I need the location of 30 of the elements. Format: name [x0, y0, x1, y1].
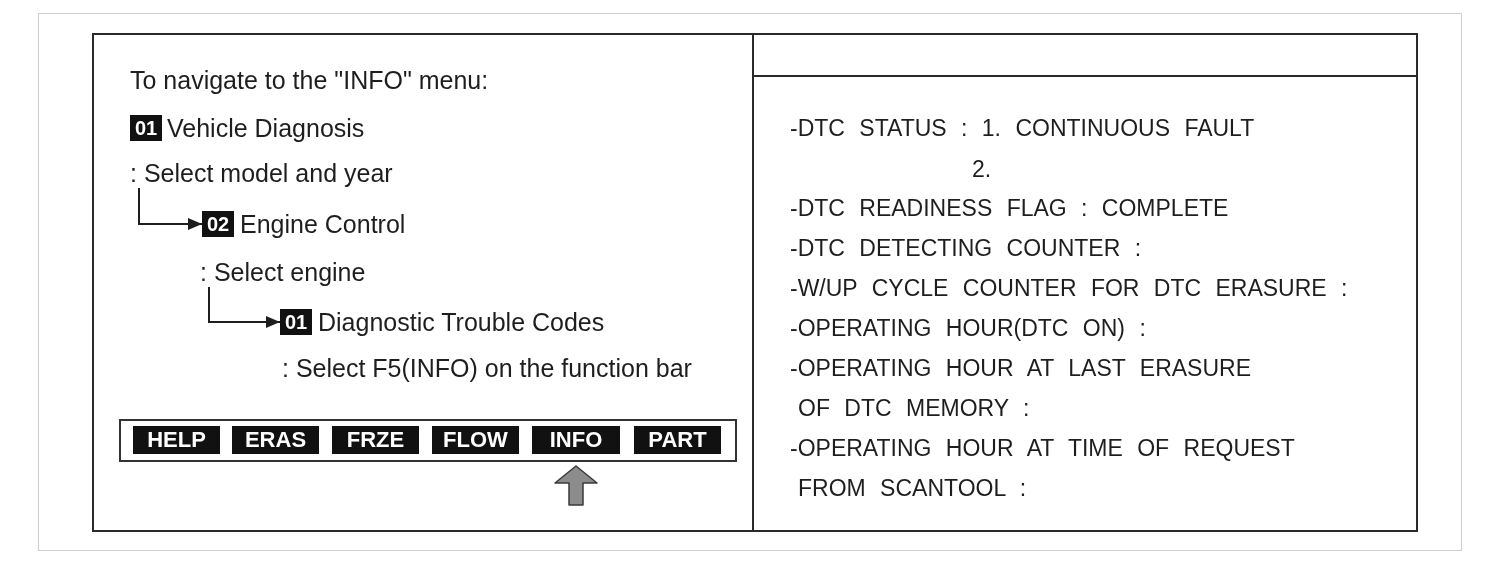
diagnostic-data-line: -DTC STATUS : 1. CONTINUOUS FAULT — [790, 114, 1255, 143]
function-key: HELP — [133, 426, 220, 454]
function-key: INFO — [532, 426, 620, 454]
diagnostic-data-line: -DTC DETECTING COUNTER : — [790, 234, 1142, 263]
function-key: PART — [634, 426, 721, 454]
menu-item-label: Engine Control — [240, 209, 406, 239]
function-key: ERAS — [232, 426, 319, 454]
instruction-heading: To navigate to the "INFO" menu: — [130, 65, 489, 95]
right-panel — [752, 33, 1418, 532]
menu-item-label: Diagnostic Trouble Codes — [318, 307, 605, 337]
flow-arrow — [208, 286, 281, 328]
left-panel — [92, 33, 754, 532]
flow-arrow — [138, 187, 203, 230]
function-key: FRZE — [332, 426, 419, 454]
block-arrow — [554, 465, 598, 506]
instruction-text: : Select engine — [200, 257, 366, 287]
instruction-text: : Select F5(INFO) on the function bar — [282, 353, 692, 383]
step-number-badge: 01 — [280, 309, 312, 335]
step-number-badge: 01 — [130, 115, 162, 141]
diagnostic-data-line: -W/UP CYCLE COUNTER FOR DTC ERASURE : — [790, 274, 1348, 303]
function-key: FLOW — [432, 426, 519, 454]
diagnostic-data-line: -OPERATING HOUR AT TIME OF REQUEST FROM SCANTOOL : — [790, 434, 1296, 503]
diagnostic-data-line: -OPERATING HOUR AT LAST ERASURE OF DTC MEMORY : — [790, 354, 1252, 423]
instruction-text: : Select model and year — [130, 158, 393, 188]
step-number-badge: 02 — [202, 211, 234, 237]
diagnostic-data-line: -OPERATING HOUR(DTC ON) : — [790, 314, 1146, 343]
diagnostic-data-line: -DTC READINESS FLAG : COMPLETE — [790, 194, 1229, 223]
diagnostic-data-line: 2. — [972, 155, 992, 184]
menu-item-label: Vehicle Diagnosis — [167, 113, 365, 143]
function-key-bar — [119, 419, 737, 462]
